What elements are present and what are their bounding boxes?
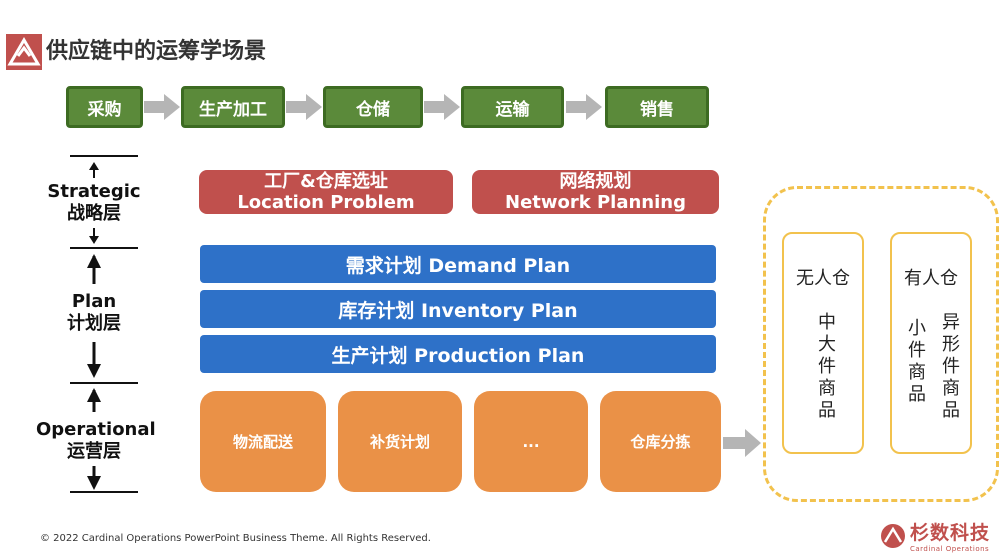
layer-operational: Operational 运营层: [36, 419, 156, 463]
layer-operational-zh: 运营层: [67, 441, 121, 462]
replenishment-plan-box: 补货计划: [338, 391, 462, 492]
location-problem-en: Location Problem: [237, 192, 415, 213]
manned-warehouse-title: 有人仓: [904, 268, 958, 289]
chain-step-sales: 销售: [605, 86, 709, 128]
demand-plan-bar: 需求计划 Demand Plan: [200, 245, 716, 283]
chain-step-warehousing: 仓储: [323, 86, 423, 128]
manned-warehouse-box: 有人仓 异形件商品 小件商品: [890, 232, 972, 454]
company-logo-icon: [6, 34, 42, 70]
layer-strategic-en: Strategic: [47, 181, 141, 202]
chain-arrow-icon: [566, 94, 602, 120]
layer-operational-en: Operational: [36, 419, 156, 440]
page-title: 供应链中的运筹学场景: [46, 39, 267, 64]
location-problem-box: 工厂&仓库选址 Location Problem: [199, 170, 453, 214]
location-problem-zh: 工厂&仓库选址: [264, 171, 388, 192]
unmanned-warehouse-item: 中大件商品: [815, 312, 836, 422]
unmanned-warehouse-title: 无人仓: [796, 268, 850, 289]
chain-arrow-icon: [144, 94, 180, 120]
production-plan-bar: 生产计划 Production Plan: [200, 335, 716, 373]
chain-step-transport: 运输: [461, 86, 564, 128]
chain-arrow-icon: [424, 94, 460, 120]
layer-plan-zh: 计划层: [67, 313, 121, 334]
layer-strategic: Strategic 战略层: [42, 181, 146, 225]
unmanned-warehouse-box: 无人仓 中大件商品: [782, 232, 864, 454]
network-planning-en: Network Planning: [505, 192, 686, 213]
chain-step-procurement: 采购: [66, 86, 143, 128]
copyright-footer: © 2022 Cardinal Operations PowerPoint Bu…: [40, 533, 431, 544]
network-planning-zh: 网络规划: [559, 171, 632, 192]
network-planning-box: 网络规划 Network Planning: [472, 170, 719, 214]
layer-axis: [70, 155, 138, 493]
layer-strategic-zh: 战略层: [67, 203, 121, 224]
logistics-delivery-box: 物流配送: [200, 391, 326, 492]
to-warehouse-arrow-icon: [723, 429, 761, 457]
manned-warehouse-item-irregular: 异形件商品: [939, 312, 960, 422]
layer-plan: Plan 计划层: [42, 291, 146, 335]
brand-logo: 杉数科技 Cardinal Operations: [880, 518, 990, 553]
chain-arrow-icon: [286, 94, 322, 120]
layer-plan-en: Plan: [71, 291, 117, 312]
manned-warehouse-item-small: 小件商品: [905, 318, 926, 406]
inventory-plan-bar: 库存计划 Inventory Plan: [200, 290, 716, 328]
brand-name: 杉数科技: [910, 522, 991, 544]
chain-step-production: 生产加工: [181, 86, 285, 128]
more-operations-box: ...: [474, 391, 588, 492]
warehouse-scenarios-group: [763, 186, 999, 502]
brand-subtitle: Cardinal Operations: [910, 545, 990, 553]
warehouse-picking-box: 仓库分拣: [600, 391, 721, 492]
brand-mark-icon: [881, 523, 905, 548]
